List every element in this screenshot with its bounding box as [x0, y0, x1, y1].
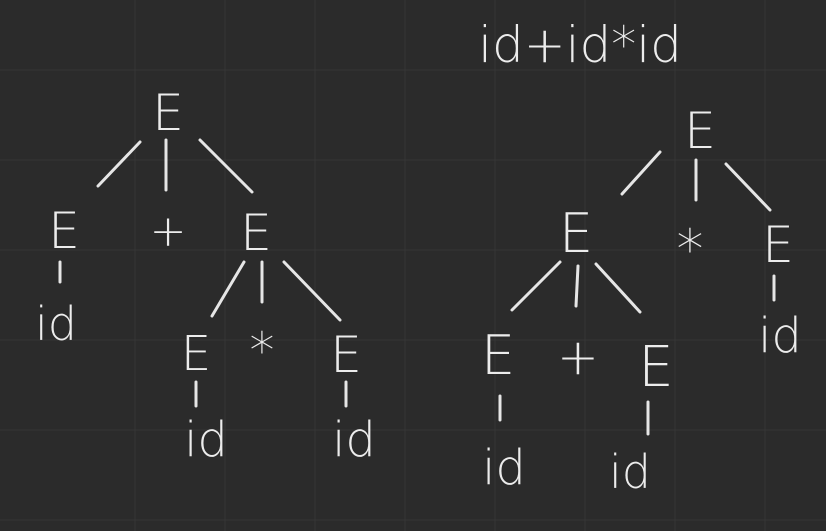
- right-tree-id-right: id: [758, 308, 802, 364]
- left-tree-id-left: id: [35, 297, 77, 351]
- parse-tree-left: E E + E id E * E id id: [35, 84, 376, 468]
- parse-tree-right: E E * E id E + E id id: [481, 102, 802, 499]
- left-tree-id-rl: id: [184, 412, 228, 468]
- right-tree-star: *: [677, 218, 704, 281]
- left-tree-star: *: [250, 322, 275, 380]
- right-tree-e-lr: E: [638, 335, 673, 400]
- left-tree-e-rr: E: [330, 326, 362, 384]
- left-tree-edge-root-to-e: [96, 140, 142, 188]
- right-tree-edge-root-to-e2: [724, 162, 772, 212]
- right-tree-edge-root-to-e: [620, 150, 662, 196]
- expression-label: id+id*id: [478, 16, 682, 74]
- right-tree-plus: +: [557, 328, 599, 386]
- left-tree-e-left: E: [48, 202, 80, 260]
- right-tree-id-ll: id: [482, 440, 526, 496]
- left-tree-edge-e2-to-e3: [282, 260, 342, 322]
- right-tree-e-left: E: [559, 202, 593, 265]
- right-tree-edge-e-to-e: [510, 260, 562, 312]
- right-tree-root: E: [684, 102, 716, 160]
- left-tree-id-rr: id: [332, 412, 376, 468]
- right-tree-edge-e-to-plus: [574, 264, 580, 308]
- left-tree-edge-e2-to-e: [210, 260, 246, 318]
- right-tree-edge-e-to-e2: [594, 262, 642, 314]
- left-tree-plus: +: [150, 206, 187, 257]
- left-tree-e-rl: E: [181, 326, 211, 382]
- left-tree-root: E: [152, 84, 184, 142]
- right-tree-e-right: E: [762, 216, 794, 274]
- left-tree-edge-root-to-e2: [198, 138, 254, 194]
- right-tree-e-ll: E: [481, 324, 515, 387]
- right-tree-id-lr: id: [609, 445, 651, 499]
- left-tree-e-right: E: [240, 204, 272, 262]
